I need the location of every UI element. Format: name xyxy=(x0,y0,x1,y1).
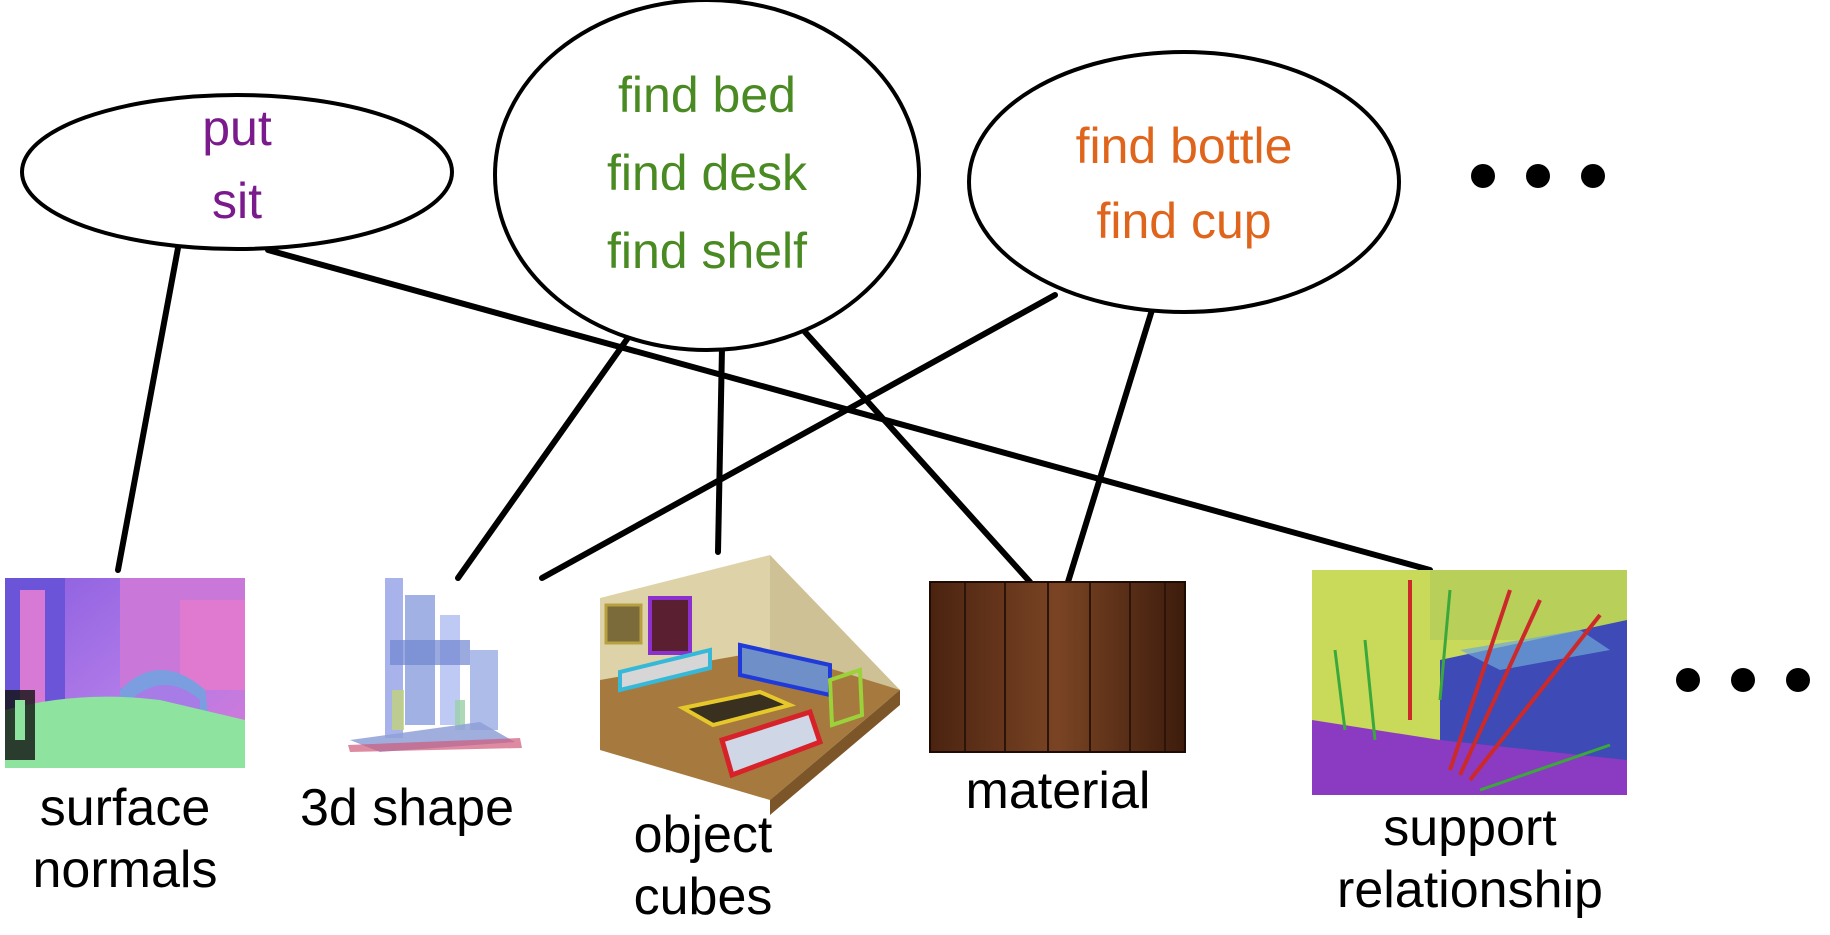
material-image xyxy=(929,581,1186,753)
representation-labels: surface normals 3d shape object cubes ma… xyxy=(33,762,1603,926)
edge-put-sit-to-surface-normals xyxy=(115,245,181,573)
task-line: find cup xyxy=(1096,193,1271,249)
edge-find-small-to-material xyxy=(1065,307,1155,585)
label-material: material xyxy=(966,762,1151,820)
label-surface-normals-line1: surface xyxy=(40,779,211,837)
task-line: find bed xyxy=(618,67,796,123)
label-3d-shape: 3d shape xyxy=(300,779,514,837)
label-support-relationship-line1: support xyxy=(1383,799,1557,857)
object-cubes-image xyxy=(600,555,900,815)
3d-shape-image xyxy=(348,578,522,752)
edge-find-furniture-to-object-cubes xyxy=(715,345,725,555)
more-representations-ellipsis xyxy=(1676,668,1810,692)
label-support-relationship-line2: relationship xyxy=(1337,861,1603,919)
task-node-put-sit: put sit xyxy=(20,93,454,251)
task-line: sit xyxy=(212,173,262,229)
task-line: put xyxy=(202,100,272,156)
task-node-find-furniture: find bed find desk find shelf xyxy=(493,0,921,352)
more-tasks-ellipsis xyxy=(1471,164,1605,188)
task-line: find desk xyxy=(607,145,808,201)
edge-find-furniture-to-3d-shape xyxy=(455,332,633,581)
label-surface-normals-line2: normals xyxy=(33,841,218,899)
edge-find-furniture-to-material xyxy=(802,329,1033,585)
label-object-cubes-line2: cubes xyxy=(634,868,773,926)
support-relationship-image xyxy=(1312,570,1627,795)
surface-normals-image xyxy=(5,578,245,768)
task-node-find-small: find bottle find cup xyxy=(967,50,1401,314)
task-line: find shelf xyxy=(607,223,807,279)
task-line: find bottle xyxy=(1076,118,1293,174)
edge-find-small-to-3d-shape xyxy=(539,292,1058,581)
label-object-cubes-line1: object xyxy=(634,806,773,864)
edges xyxy=(115,245,1433,585)
